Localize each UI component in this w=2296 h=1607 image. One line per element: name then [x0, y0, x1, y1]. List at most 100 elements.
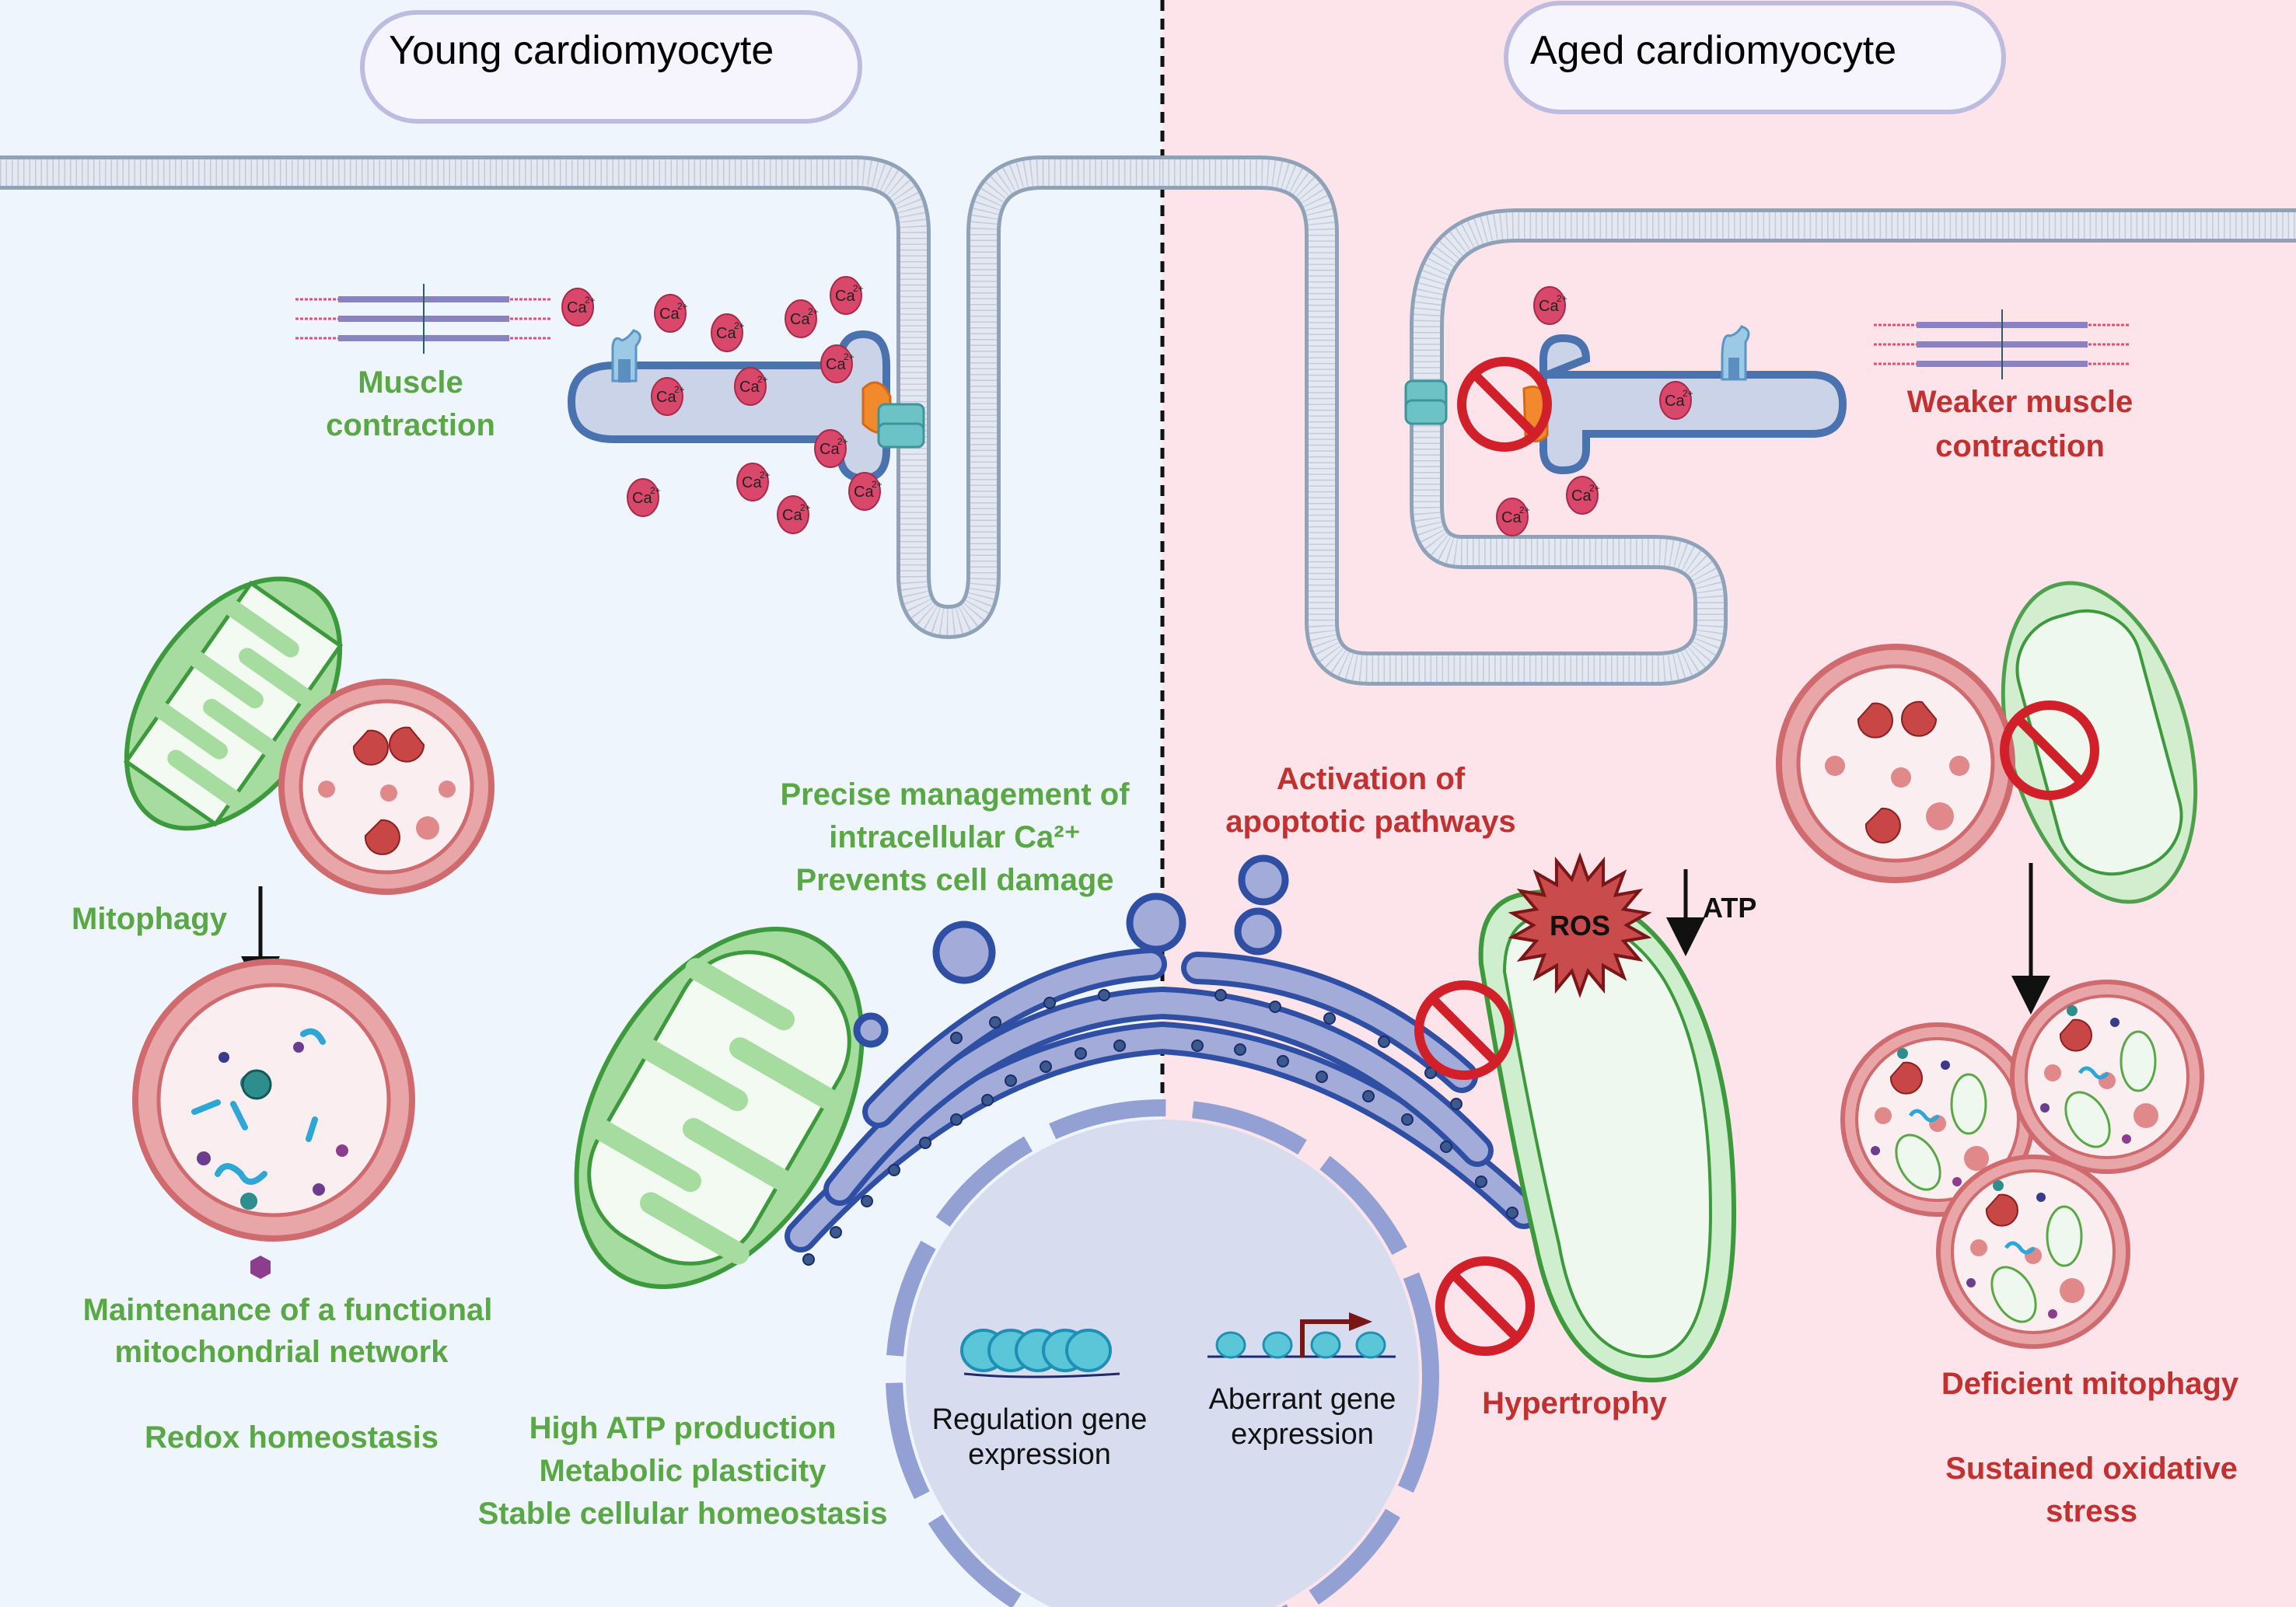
aged-swollen-mitochondrion-icon: [1478, 889, 1737, 1383]
autophagosome-icon: [1840, 1022, 2035, 1217]
ribosome-icon: [1075, 1047, 1087, 1060]
ribosome-icon: [888, 1164, 900, 1176]
calcium-ion-icon: Ca2+: [627, 478, 661, 517]
svg-text:Ca: Ca: [826, 356, 846, 373]
autophagosome-icon: [2010, 980, 2204, 1174]
calcium-ion-icon: Ca2+: [1566, 476, 1600, 515]
young-lysosome-icon: [278, 679, 494, 895]
redox-label: Redox homeostasis: [145, 1420, 439, 1455]
ribosome-icon: [950, 1032, 963, 1044]
svg-text:Ca: Ca: [820, 441, 840, 458]
ryanodine-channel-icon: [611, 329, 641, 383]
nucleus: [886, 1099, 1439, 1607]
svg-text:Ca: Ca: [1665, 393, 1685, 410]
svg-text:Ca: Ca: [1539, 298, 1559, 315]
calcium-ion-icon: Ca2+: [561, 288, 596, 327]
atp-production-label-2: Metabolic plasticity: [540, 1454, 827, 1488]
svg-text:2+: 2+: [1589, 483, 1600, 494]
ribosome-icon: [950, 1113, 963, 1126]
ribosome-icon: [1098, 989, 1110, 1001]
calcium-ion-icon: Ca2+: [654, 294, 688, 333]
open-chromatin-icon: [1207, 1312, 1396, 1359]
ribosome-icon: [1113, 1039, 1126, 1052]
ribosome-icon: [1475, 1176, 1487, 1188]
ribosome-icon: [802, 1253, 815, 1266]
atp-production-label-3: Stable cellular homeostasis: [478, 1497, 888, 1531]
ribosome-icon: [830, 1226, 842, 1238]
svg-text:2+: 2+: [853, 283, 864, 294]
svg-text:Ca: Ca: [782, 507, 802, 524]
autophagosome-icon: [1936, 1155, 2130, 1349]
young-title: Young cardiomyocyte: [389, 28, 774, 73]
network-label-2: mitochondrial network: [115, 1335, 449, 1369]
ribosome-icon: [1191, 1039, 1204, 1052]
hypertrophy-label: Hypertrophy: [1482, 1386, 1668, 1420]
ribosome-icon: [1005, 1074, 1017, 1087]
oxidative-stress-label-2: stress: [2046, 1494, 2137, 1528]
ribosome-icon: [1424, 1067, 1437, 1079]
ribosome-icon: [1440, 1141, 1452, 1153]
aged-gene-label-1: Aberrant gene: [1209, 1383, 1396, 1416]
calcium-ion-icon: Ca2+: [848, 472, 882, 511]
svg-text:2+: 2+: [650, 485, 661, 496]
svg-text:Ca: Ca: [742, 474, 762, 491]
inhibit-icon: [1435, 1256, 1535, 1356]
svg-text:Ca: Ca: [1501, 509, 1522, 526]
ribosome-icon: [1316, 1071, 1328, 1083]
aged-muscle-label-2: contraction: [1935, 429, 2105, 463]
calcium-ion-icon: Ca2+: [1659, 381, 1693, 420]
calcium-ion-icon: Ca2+: [651, 377, 685, 416]
svg-text:2+: 2+: [734, 320, 745, 331]
calcium-ion-icon: Ca2+: [734, 367, 768, 406]
ribosome-icon: [919, 1137, 931, 1149]
young-muscle-label-2: contraction: [326, 408, 495, 442]
svg-text:Ca: Ca: [659, 306, 680, 323]
svg-text:Ca: Ca: [567, 299, 587, 316]
ribosome-icon: [1506, 1207, 1518, 1219]
atp-label: ATP: [1703, 892, 1756, 924]
mitophagy-label: Mitophagy: [72, 902, 228, 936]
svg-text:2+: 2+: [677, 301, 688, 312]
calcium-ion-icon: Ca2+: [820, 344, 854, 383]
svg-text:2+: 2+: [800, 502, 811, 513]
svg-text:2+: 2+: [760, 470, 771, 480]
svg-text:Ca: Ca: [835, 288, 855, 305]
calcium-ion-icon: Ca2+: [785, 299, 819, 338]
apoptosis-label-2: apoptotic pathways: [1225, 805, 1515, 839]
aged-muscle-label-1: Weaker muscle: [1907, 385, 2133, 419]
deficient-mitophagy-label: Deficient mitophagy: [1941, 1367, 2239, 1401]
young-sarcomere-icon: [295, 284, 552, 354]
svg-text:Ca: Ca: [739, 379, 760, 396]
calcium-ion-icon: Ca2+: [711, 313, 745, 352]
ribosome-icon: [1040, 1060, 1052, 1073]
ribosome-icon: [981, 1094, 994, 1106]
endoplasmic-reticulum: [785, 854, 1540, 1252]
ryanodine-channel-icon: [1721, 325, 1750, 381]
young-title-pill: Young cardiomyocyte: [360, 10, 862, 124]
svg-text:2+: 2+: [844, 351, 854, 362]
ribosomes: [802, 989, 1518, 1266]
l-type-channel-icon: [861, 381, 925, 449]
svg-text:2+: 2+: [808, 306, 819, 317]
young-gene-label-1: Regulation gene: [932, 1403, 1148, 1436]
ribosome-icon: [1323, 1012, 1336, 1025]
aged-title-pill: Aged cardiomyocyte: [1504, 1, 2006, 114]
young-muscle-label-1: Muscle: [358, 365, 463, 400]
network-label-1: Maintenance of a functional: [83, 1293, 493, 1327]
young-gene-label-2: expression: [968, 1438, 1111, 1471]
calcium-ion-icon: Ca2+: [830, 276, 864, 315]
young-autolysosome-icon: [132, 959, 415, 1279]
calcium-ion-icon: Ca2+: [736, 463, 771, 501]
calcium-label-2: intracellular Ca²⁺: [829, 820, 1080, 854]
aged-gene-label-2: expression: [1231, 1418, 1374, 1451]
aged-sarcolemma: [1162, 155, 2296, 686]
svg-text:Ca: Ca: [854, 484, 874, 501]
svg-text:2+: 2+: [757, 374, 768, 385]
ribosome-icon: [1234, 1043, 1246, 1056]
oxidative-stress-label-1: Sustained oxidative: [1945, 1452, 2238, 1486]
aged-sarcomere-icon: [1874, 309, 2130, 379]
calcium-ion-icon: Ca2+: [1496, 498, 1530, 536]
ribosome-icon: [1378, 1036, 1390, 1048]
svg-text:Ca: Ca: [656, 389, 676, 406]
